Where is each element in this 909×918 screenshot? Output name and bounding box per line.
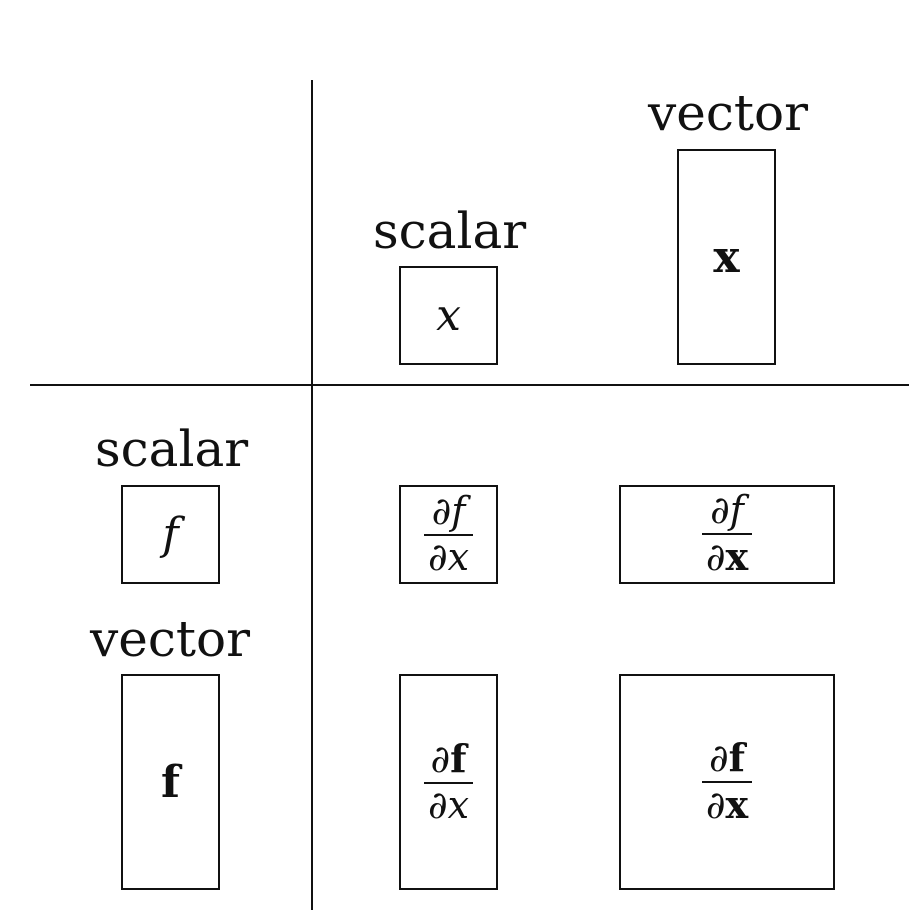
row-label-vector: vector xyxy=(90,610,250,668)
cell-vector-by-scalar: ∂f ∂x xyxy=(399,674,498,890)
vertical-divider xyxy=(311,80,313,910)
derivative-dbf-dx: ∂f ∂x xyxy=(423,738,474,826)
symbol-scalar-f: f xyxy=(162,509,179,560)
horizontal-divider xyxy=(30,384,909,386)
symbol-vector-f: f xyxy=(161,756,180,808)
column-box-vector-x: x xyxy=(677,149,776,365)
cell-scalar-by-vector: ∂f ∂x xyxy=(619,485,835,584)
derivative-df-dbx: ∂f ∂x xyxy=(701,490,753,578)
cell-vector-by-vector: ∂f ∂x xyxy=(619,674,835,890)
column-box-scalar-x: x xyxy=(399,266,498,365)
column-label-scalar: scalar xyxy=(373,202,527,260)
row-box-scalar-f: f xyxy=(121,485,220,584)
row-box-vector-f: f xyxy=(121,674,220,890)
symbol-scalar-x: x xyxy=(436,290,461,341)
column-label-vector: vector xyxy=(648,84,808,142)
row-label-scalar: scalar xyxy=(95,420,249,478)
derivative-df-dx: ∂f ∂x xyxy=(423,491,474,578)
derivative-dbf-dbx: ∂f ∂x xyxy=(701,738,753,826)
symbol-vector-x: x xyxy=(713,231,740,283)
cell-scalar-by-scalar: ∂f ∂x xyxy=(399,485,498,584)
